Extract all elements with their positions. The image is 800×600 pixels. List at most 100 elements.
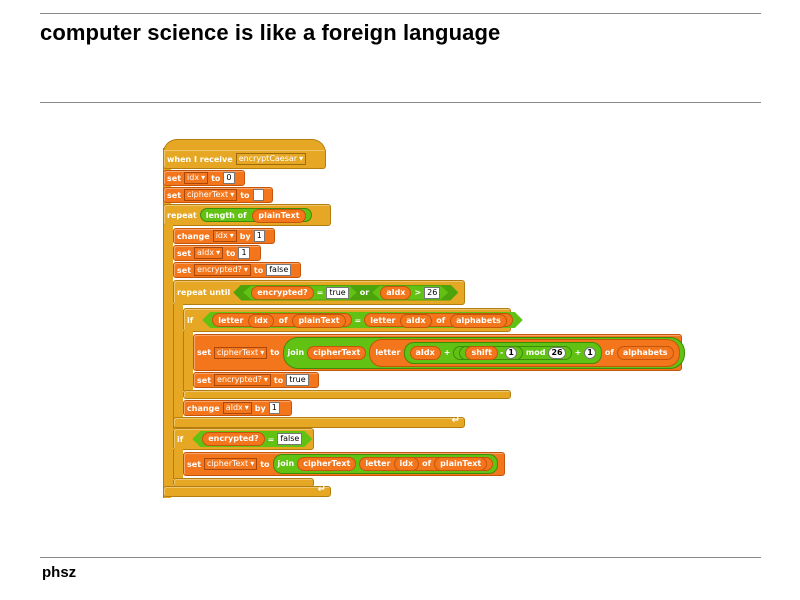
to-label: to	[226, 248, 236, 258]
shift-reporter[interactable]: shift	[465, 345, 498, 360]
to-label: to	[273, 375, 284, 385]
length-of-reporter[interactable]: length of plainText	[199, 208, 312, 223]
mod-reporter[interactable]: shift - 1 mod 26	[453, 345, 572, 360]
or-predicate[interactable]: encrypted? = true or aIdx > 26	[233, 285, 458, 301]
join-label: join	[287, 347, 305, 357]
alphabets-reporter[interactable]: alphabets	[616, 345, 674, 360]
plaintext-reporter[interactable]: plainText	[252, 209, 306, 223]
repeat-until-foot: ↵	[173, 415, 465, 428]
loop-arrow-icon: ↵	[317, 484, 326, 495]
to-label: to	[260, 459, 270, 469]
set-encrypted-true-block[interactable]: set encrypted? to true	[193, 372, 319, 388]
repeat-until-label: repeat until	[177, 288, 231, 297]
one-slot-2[interactable]: 1	[584, 346, 596, 359]
join-reporter[interactable]: join cipherText letter aIdx + shift - 1	[282, 336, 685, 369]
var-dropdown[interactable]: encrypted?	[194, 264, 251, 276]
plaintext-reporter[interactable]: plainText	[292, 314, 345, 328]
value-slot[interactable]: 1	[238, 247, 250, 259]
repeat-foot: ↵	[163, 484, 331, 497]
equals-predicate[interactable]: encrypted? = false	[192, 431, 312, 447]
true-slot[interactable]: true	[326, 287, 348, 299]
set-label: set	[177, 248, 192, 258]
minus-reporter[interactable]: shift - 1	[459, 345, 523, 360]
set-ciphertext-join-block[interactable]: set cipherText to join cipherText letter…	[193, 334, 685, 371]
aidx-reporter[interactable]: aIdx	[409, 345, 441, 360]
value-slot[interactable]: 0	[223, 172, 235, 184]
set-label: set	[177, 265, 192, 275]
var-dropdown[interactable]: encrypted?	[214, 374, 271, 386]
repeat-block[interactable]: repeat length of plainText	[163, 204, 331, 226]
var-dropdown[interactable]: cipherText	[184, 189, 238, 201]
false-slot[interactable]: false	[277, 433, 302, 445]
if2-c-arm	[173, 449, 183, 479]
change-aidx-block[interactable]: change aIdx by 1	[183, 400, 292, 416]
aidx-reporter[interactable]: aIdx	[400, 314, 431, 328]
var-dropdown[interactable]: aIdx	[222, 402, 252, 414]
aidx-reporter[interactable]: aIdx	[380, 286, 411, 300]
var-dropdown[interactable]: aIdx	[194, 247, 224, 259]
of-label: of	[436, 316, 446, 325]
equals-predicate[interactable]: encrypted? = true	[243, 286, 357, 300]
if-label: if	[177, 434, 184, 444]
repeat-c-arm	[163, 225, 173, 487]
mod-label: mod	[525, 347, 546, 357]
value-slot[interactable]: 1	[268, 402, 280, 414]
value-slot[interactable]: false	[266, 264, 292, 276]
if-label: if	[187, 315, 194, 325]
greater-predicate[interactable]: aIdx > 26	[372, 286, 448, 300]
idx-reporter[interactable]: idx	[248, 314, 274, 328]
encrypted-reporter[interactable]: encrypted?	[251, 286, 313, 300]
letter-reporter[interactable]: letter idx of plainText	[359, 457, 494, 471]
change-label: change	[187, 403, 220, 413]
join-label: join	[277, 459, 295, 468]
value-slot[interactable]: true	[286, 374, 309, 386]
set-idx-block[interactable]: set idx to 0	[163, 170, 245, 186]
var-dropdown[interactable]: cipherText	[214, 346, 268, 359]
top-rule	[40, 13, 761, 14]
value-slot[interactable]: 26	[424, 287, 440, 299]
of-label: of	[422, 459, 432, 468]
repeat-label: repeat	[167, 210, 197, 220]
to-label: to	[270, 348, 280, 357]
letter-label: letter	[370, 316, 396, 325]
idx-reporter[interactable]: idx	[393, 457, 420, 471]
equals-predicate[interactable]: letter idx of plainText = letter aIdx of…	[202, 312, 523, 328]
repeat-until-block[interactable]: repeat until encrypted? = true or aIdx >…	[173, 280, 465, 305]
set-encrypted-block[interactable]: set encrypted? to false	[173, 262, 301, 278]
ciphertext-reporter[interactable]: cipherText	[307, 345, 367, 360]
plus-label-2: +	[574, 347, 582, 357]
if-letter-block[interactable]: if letter idx of plainText = letter aIdx…	[183, 308, 511, 332]
var-dropdown[interactable]: cipherText	[204, 458, 258, 470]
title-underline	[40, 102, 761, 103]
letter-reporter[interactable]: letter idx of plainText	[212, 313, 351, 327]
set-label: set	[167, 173, 182, 183]
value-slot[interactable]: 1	[253, 230, 265, 242]
loop-arrow-icon: ↵	[451, 415, 460, 426]
when-i-receive-block[interactable]: when I receive encryptCaesar	[163, 150, 326, 169]
change-idx-block[interactable]: change idx by 1	[173, 228, 275, 244]
var-dropdown[interactable]: idx	[184, 172, 209, 184]
set-aidx-block[interactable]: set aIdx to 1	[173, 245, 261, 261]
slide-title: computer science is like a foreign langu…	[40, 20, 501, 45]
set-ciphertext-final-block[interactable]: set cipherText to join cipherText letter…	[183, 452, 505, 476]
letter-reporter[interactable]: letter aIdx + shift - 1 mod 26	[369, 338, 680, 367]
set-ciphertext-block[interactable]: set cipherText to	[163, 187, 273, 203]
twentysix-slot[interactable]: 26	[548, 346, 566, 359]
letter-reporter-2[interactable]: letter aIdx of alphabets	[364, 313, 513, 327]
greater-label: >	[414, 288, 422, 297]
one-slot[interactable]: 1	[505, 346, 517, 359]
encrypted-reporter[interactable]: encrypted?	[202, 432, 264, 446]
plus-reporter[interactable]: aIdx + shift - 1 mod 26 + 1	[403, 341, 602, 364]
of-label: of	[278, 316, 288, 325]
alphabets-reporter[interactable]: alphabets	[450, 314, 507, 328]
if-encrypted-block[interactable]: if encrypted? = false	[173, 428, 314, 450]
or-label: or	[359, 288, 370, 297]
var-dropdown[interactable]: idx	[212, 230, 237, 242]
value-slot[interactable]	[252, 189, 264, 201]
plaintext-reporter[interactable]: plainText	[434, 457, 488, 471]
ciphertext-reporter[interactable]: cipherText	[297, 457, 357, 471]
message-dropdown[interactable]: encryptCaesar	[235, 153, 307, 165]
by-label: by	[254, 403, 266, 413]
join-reporter[interactable]: join cipherText letter idx of plainText	[272, 454, 499, 474]
